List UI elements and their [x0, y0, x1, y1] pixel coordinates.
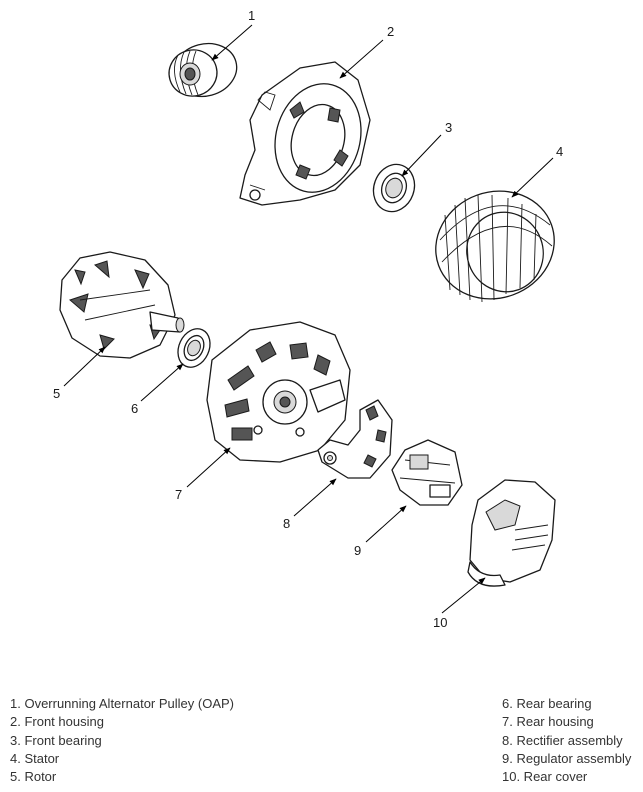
pulley-part	[168, 42, 238, 98]
callout-6: 6	[131, 401, 138, 416]
leader-2	[339, 39, 384, 79]
leader-9	[365, 505, 407, 543]
front-housing-part	[239, 61, 371, 206]
leader-10	[441, 577, 486, 614]
leader-4	[511, 157, 554, 198]
legend-item: 1. Overrunning Alternator Pulley (OAP)	[10, 696, 234, 711]
leader-3	[401, 134, 442, 177]
rear-bearing-part	[177, 328, 211, 368]
leader-5	[63, 346, 106, 387]
callout-3: 3	[445, 120, 452, 135]
rotor-part	[59, 251, 185, 359]
callout-numbers: 1 2 3 4 5 6 7 8 9 10	[53, 8, 563, 630]
exploded-view-diagram: 1 2 3 4 5 6 7 8 9 10	[53, 8, 563, 630]
legend-item: 5. Rotor	[10, 769, 57, 785]
rear-housing-part	[206, 321, 351, 463]
front-bearing-part	[372, 163, 416, 213]
legend-item: 3. Front bearing	[10, 732, 102, 748]
legend-item: 4. Stator	[10, 750, 60, 766]
legend-left-column: 1. Overrunning Alternator Pulley (OAP) 2…	[10, 695, 234, 786]
legend-item: 8. Rectifier assembly	[502, 732, 623, 748]
callout-7: 7	[175, 487, 182, 502]
callout-2: 2	[387, 24, 394, 39]
legend-item: 10. Rear cover	[502, 769, 588, 785]
leader-8	[293, 478, 337, 517]
callout-1: 1	[248, 8, 255, 23]
legend-item: 9. Regulator assembly	[502, 750, 632, 766]
rectifier-assembly-part	[317, 399, 393, 479]
callout-8: 8	[283, 516, 290, 531]
legend-item: 7. Rear housing	[502, 714, 594, 730]
callout-9: 9	[354, 543, 361, 558]
callout-5: 5	[53, 386, 60, 401]
leader-7	[186, 447, 231, 488]
callout-10: 10	[433, 615, 447, 630]
rear-cover-part	[467, 479, 556, 587]
legend-right-column: 6. Rear bearing 7. Rear housing 8. Recti…	[502, 695, 631, 786]
regulator-assembly-part	[391, 439, 463, 506]
leader-lines	[63, 24, 554, 614]
legend-item: 6. Rear bearing	[502, 696, 592, 711]
leader-1	[211, 24, 253, 61]
legend-item: 2. Front housing	[10, 714, 104, 730]
leader-6	[140, 363, 184, 402]
callout-4: 4	[556, 144, 563, 159]
stator-part	[435, 190, 555, 303]
